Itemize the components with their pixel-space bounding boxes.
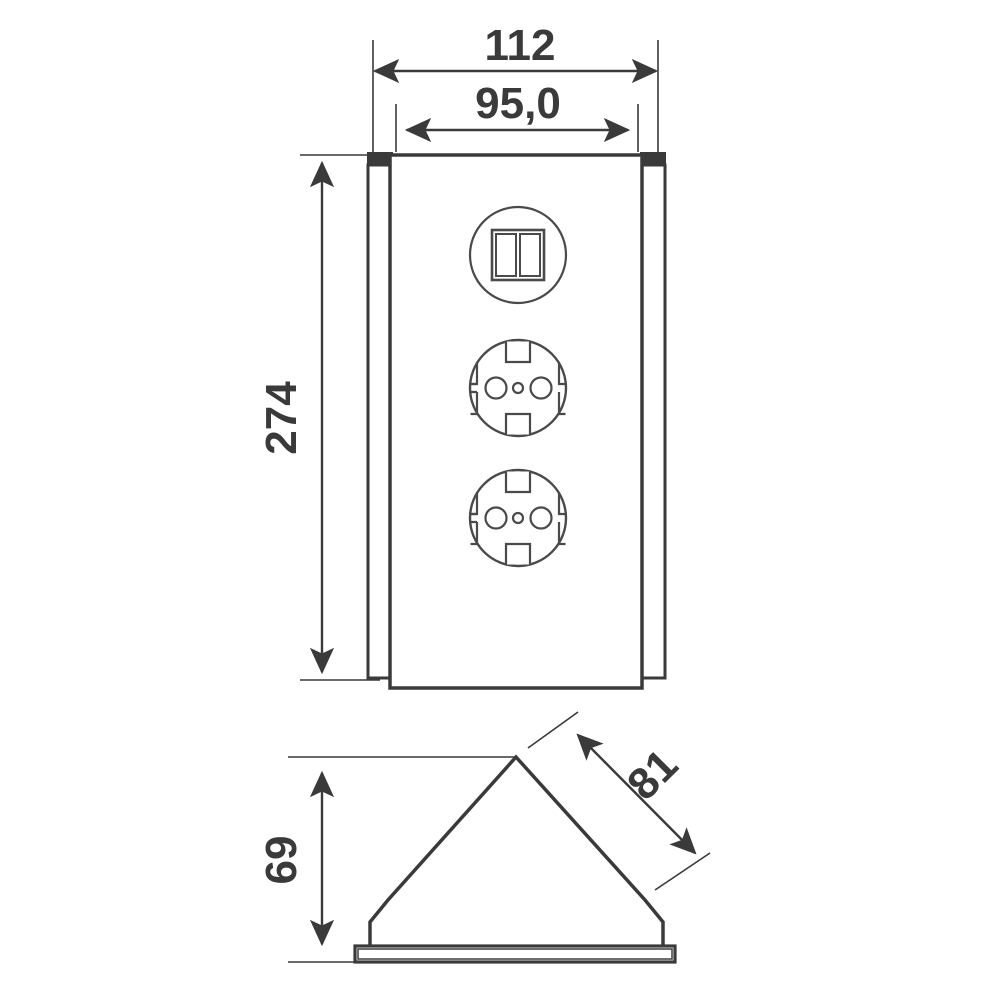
socket-center-hole xyxy=(511,511,525,525)
dimension-label-69: 69 xyxy=(257,836,306,885)
socket-center-hole xyxy=(511,381,525,395)
socket-pin-hole-left xyxy=(484,376,508,400)
socket-top-notch xyxy=(504,471,532,494)
right-side-panel xyxy=(639,163,667,680)
extension-line-upper xyxy=(527,711,579,749)
front-view xyxy=(366,152,667,690)
corner-profile-view xyxy=(353,754,677,964)
dimension-arrow xyxy=(576,733,697,855)
dimension-label-274: 274 xyxy=(257,381,306,455)
double-rocker-switch xyxy=(468,205,568,305)
socket-earth-contact-left-tips xyxy=(470,512,477,524)
schuko-socket-lower xyxy=(468,468,568,568)
socket-bottom-notch xyxy=(504,542,532,565)
socket-bottom-notch xyxy=(504,412,532,435)
socket-pin-hole-right xyxy=(529,376,553,400)
dimension-height: 274 xyxy=(257,154,380,681)
extension-line-lower xyxy=(654,852,711,891)
dimension-inner-width: 95,0 xyxy=(395,79,639,152)
dimension-overall-width: 112 xyxy=(372,21,659,152)
socket-earth-contact-right xyxy=(557,492,566,546)
socket-top-notch xyxy=(504,341,532,364)
left-side-panel xyxy=(366,163,394,680)
socket-pin-hole-right xyxy=(529,506,553,530)
right-mounting-tab xyxy=(640,152,666,166)
schuko-socket-upper xyxy=(468,338,568,438)
base-strip-inner-line xyxy=(357,948,673,960)
socket-earth-contact-right xyxy=(557,362,566,416)
socket-earth-contact-left-tips xyxy=(470,382,477,394)
dimension-label-112: 112 xyxy=(485,21,556,70)
socket-pin-hole-left xyxy=(484,506,508,530)
switch-rocker-right xyxy=(519,233,541,277)
dimension-label-95: 95,0 xyxy=(475,79,561,128)
switch-rocker-left xyxy=(495,233,517,277)
dimension-depth-height: 69 xyxy=(257,756,516,963)
